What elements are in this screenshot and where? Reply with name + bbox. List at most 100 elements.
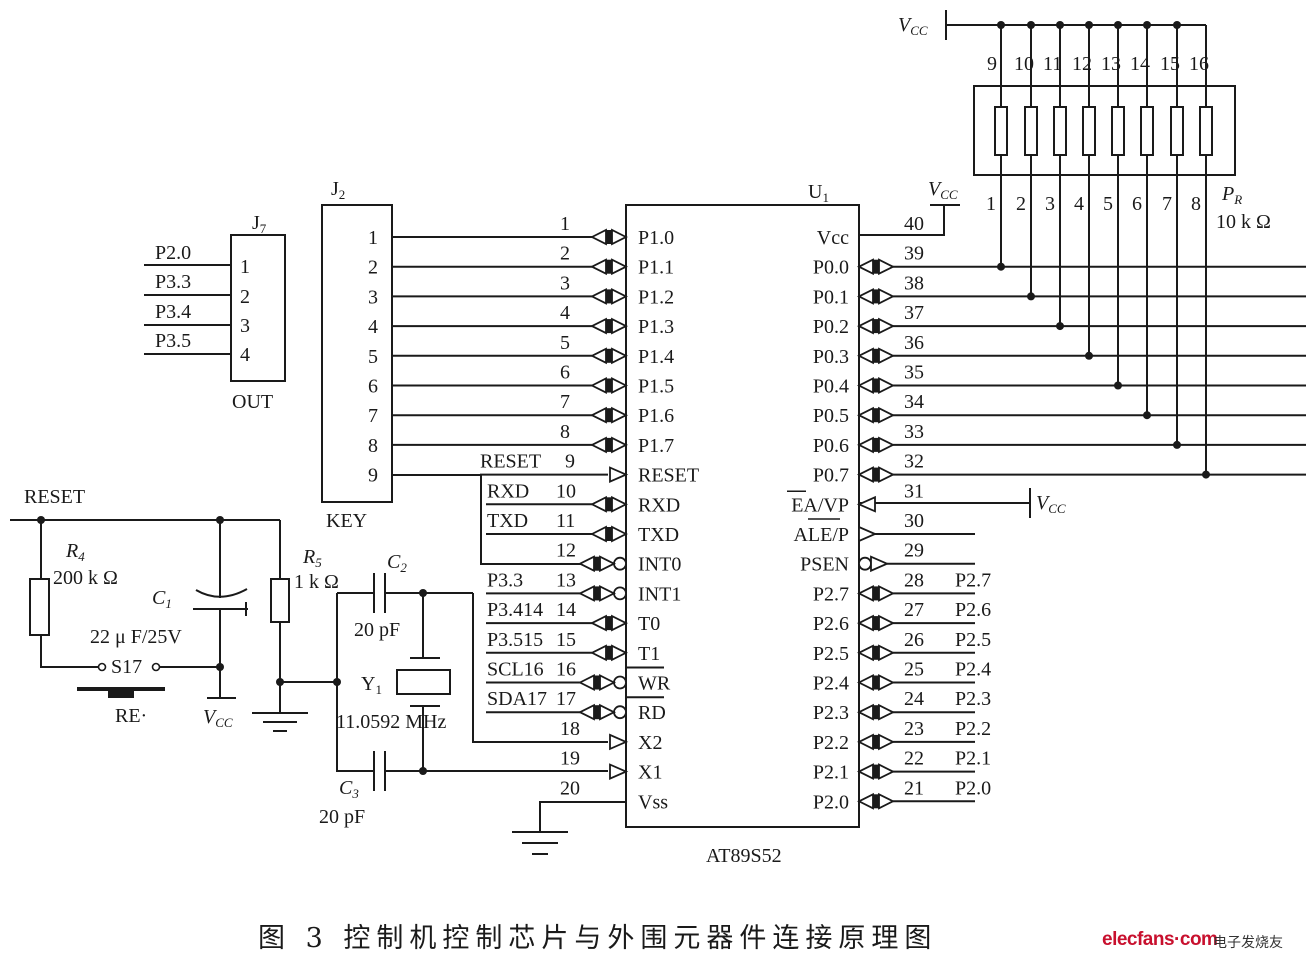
u1-pin-number: 11 <box>556 510 575 532</box>
bidirectional-pin-icon <box>589 377 629 394</box>
u1-pin-number: 17 <box>556 688 576 710</box>
u1-pin-34: P0.534 <box>813 391 1306 427</box>
u1-pin-number: 19 <box>560 748 580 770</box>
u1-pin-number: 36 <box>904 332 924 354</box>
u1-pin-name: INT1 <box>638 583 681 605</box>
u1-pin-name: EA/VP <box>791 494 849 516</box>
u1-pins: 1P1.02P1.13P1.24P1.35P1.46P1.57P1.68P1.7… <box>392 213 1306 813</box>
u1-pin-number: 5 <box>560 332 570 354</box>
r4-value: 200 k Ω <box>53 567 118 589</box>
u1-pin-net-label: P2.2 <box>955 718 991 740</box>
bidirectional-pin-icon <box>856 258 896 276</box>
u1-pin-number: 18 <box>560 718 580 740</box>
j7-pin-3: 3 <box>240 315 250 337</box>
j2-body <box>321 204 393 503</box>
j2-name: KEY <box>326 510 367 532</box>
u1-pin-name: P1.7 <box>638 435 674 457</box>
u1-pin-name: P2.1 <box>813 762 849 784</box>
u1-pin-number: 20 <box>560 777 580 799</box>
pack-resistor-3: 113 <box>1043 21 1067 331</box>
j7-pin-4: 4 <box>240 344 250 366</box>
switch-label: RE· <box>115 705 147 727</box>
j7-name: OUT <box>232 391 273 413</box>
u1-pin-8: 8P1.7 <box>392 421 674 457</box>
input-pin-icon <box>609 733 629 751</box>
u1-pin-number: 26 <box>904 629 924 651</box>
u1-pin-net-label: P3.3 <box>487 569 523 591</box>
bidirectional-pin-icon <box>589 317 629 335</box>
watermark-logo: elecfans·com <box>1102 929 1218 950</box>
u1-pin-net-label: P2.5 <box>955 629 991 651</box>
u1-pin-name: P1.0 <box>638 227 674 249</box>
u1-pin-number: 14 <box>556 599 576 621</box>
j7-pin-2: 2 <box>240 286 250 308</box>
vcc-label-pack: VCC <box>898 14 928 38</box>
u1-pin-number: 7 <box>560 391 570 413</box>
u1-pin-37: P0.2 37 <box>813 302 1306 338</box>
figure-caption: 图 3 控制机控制芯片与外围元器件连接原理图 <box>258 923 938 954</box>
u1-pin-name: P1.1 <box>638 257 674 279</box>
u1-pin-name: P0.0 <box>813 257 849 279</box>
u1-pin-net-label: P2.6 <box>955 599 991 621</box>
u1-pin-number: 13 <box>556 569 576 591</box>
bidirectional-pin-icon <box>856 406 896 424</box>
j7-body <box>230 234 286 382</box>
u1-pin-net-label: RXD <box>487 480 529 502</box>
j7-net-4: P3.5 <box>155 330 191 352</box>
bidirectional-pin-icon <box>577 555 617 573</box>
bidirectional-pin-icon <box>856 347 896 365</box>
u1-pin-number: 28 <box>904 569 924 591</box>
bidirectional-pin-icon <box>856 614 896 632</box>
r4-body <box>29 578 50 636</box>
inverter-bubble-icon <box>858 556 872 571</box>
pack-bottom-pin-number: 8 <box>1191 193 1201 215</box>
input-pin-icon <box>870 555 890 573</box>
u1-pin-number: 21 <box>904 777 924 799</box>
u1-pin-number: 9 <box>565 451 575 473</box>
u1-body <box>625 204 860 828</box>
bidirectional-pin-icon <box>856 584 896 602</box>
r5-body <box>270 578 290 623</box>
pr-body <box>973 85 1236 176</box>
u1-pin-number: 37 <box>904 302 924 324</box>
u1-pin-name: P2.6 <box>813 613 849 635</box>
input-pin-icon <box>609 466 629 483</box>
pack-bottom-pin-number: 2 <box>1016 193 1026 215</box>
pr-ref: PR <box>1221 183 1242 207</box>
bidirectional-pin-icon <box>589 436 629 454</box>
u1-pin-net-label: SDA17 <box>487 688 547 710</box>
c3-value: 20 pF <box>319 806 365 828</box>
bidirectional-pin-icon <box>589 644 629 662</box>
reset-net-label: RESET <box>24 486 85 508</box>
r5-value: 1 k Ω <box>294 571 339 593</box>
pack-bottom-pin-number: 5 <box>1103 193 1113 215</box>
vcc-label-pin40: VCC <box>928 178 958 202</box>
pack-top-pin-number: 12 <box>1072 53 1092 75</box>
bidirectional-pin-icon <box>856 317 896 335</box>
pack-resistor-4: 124 <box>1072 21 1096 360</box>
u1-pin-name: X2 <box>638 732 662 754</box>
u1-pin-30: ALE/P30 <box>793 510 975 546</box>
u1-pin-name: P0.1 <box>813 286 849 308</box>
u1-pin-4: 4P1.3 <box>392 302 674 338</box>
u1-pin-1: 1P1.0 <box>392 213 674 249</box>
bidirectional-pin-icon <box>589 525 629 543</box>
u1-pin-number: 3 <box>560 272 570 294</box>
pack-bottom-pin-number: 6 <box>1132 193 1142 215</box>
u1-pin-number: 23 <box>904 718 924 740</box>
bidirectional-pin-icon <box>856 792 896 810</box>
bidirectional-pin-icon <box>589 495 629 513</box>
j2-ref: J2 <box>331 178 345 202</box>
u1-pin-name: P0.2 <box>813 316 849 338</box>
bidirectional-pin-icon <box>856 763 896 781</box>
